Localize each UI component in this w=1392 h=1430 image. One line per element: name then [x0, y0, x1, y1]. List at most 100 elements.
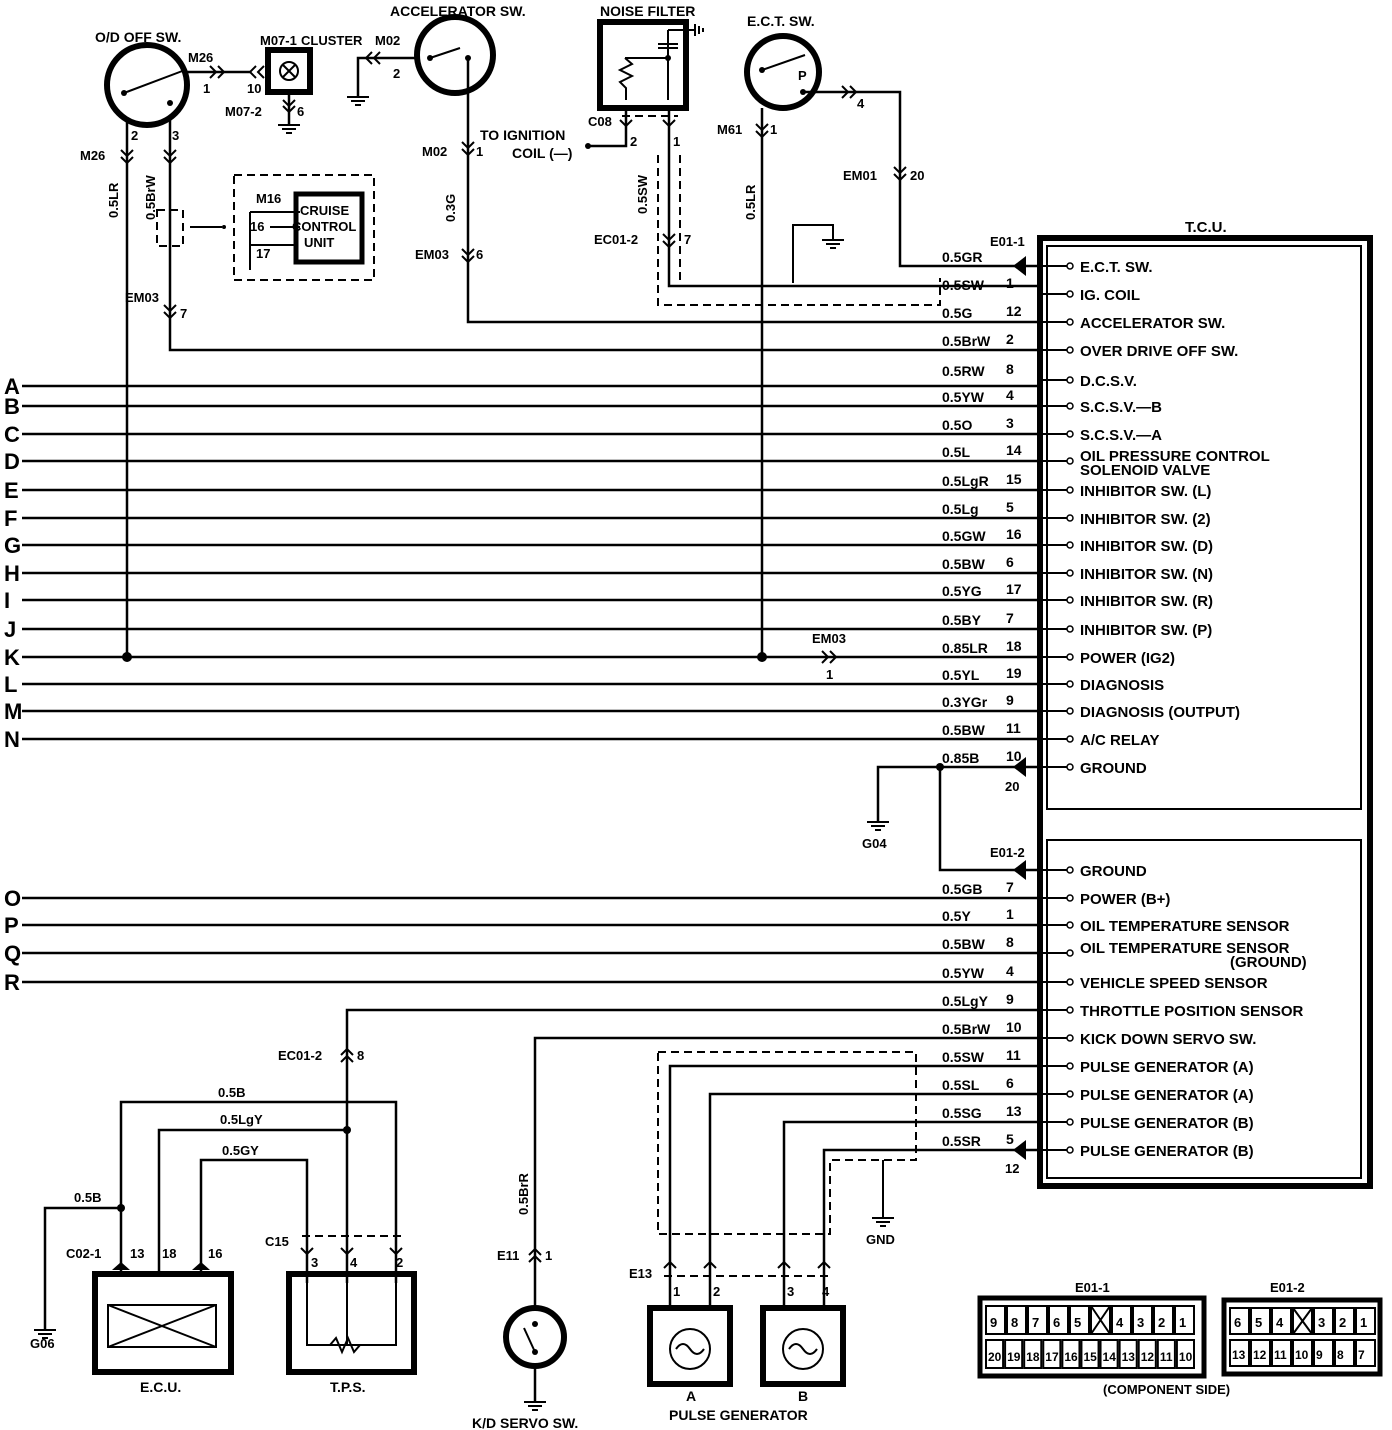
tps-potentiometer — [306, 1283, 397, 1355]
e01-1-face-pin: 20 — [988, 1350, 1002, 1364]
e01-2-face-box — [1221, 1297, 1383, 1377]
tcu-lower-pin-label: OIL TEMPERATURE SENSOR — [1080, 940, 1290, 957]
tcu-lower-wire-color: 0.5SL — [942, 1077, 980, 1093]
wire-label-ecu-gnd: 0.5B — [74, 1190, 101, 1205]
wire-ecu-lgy — [157, 1128, 347, 1273]
m07-pin-10: 10 — [247, 81, 261, 96]
bus-letter-A: A — [4, 374, 20, 399]
em03a-connector-symbol — [461, 248, 475, 264]
ecu-inner-cross — [107, 1304, 217, 1348]
wire-label-m61: 0.5LR — [743, 184, 758, 220]
c15-pin-2: 2 — [396, 1255, 403, 1270]
tcu-upper-pin-terminal — [1066, 376, 1074, 384]
e01-1-face-cell — [1042, 1339, 1062, 1369]
m07-pin-6: 6 — [297, 104, 304, 119]
c15-label: C15 — [265, 1234, 289, 1249]
e13-connector-symbol — [663, 1260, 831, 1269]
tcu-upper-pin-label: IG. COIL — [1080, 287, 1140, 304]
wire-pg-b1 — [782, 1120, 1040, 1310]
bus-letter-E: E — [4, 478, 19, 503]
e01-1-face-cell — [1175, 1339, 1195, 1369]
tcu-lower-pin-terminal — [1066, 1090, 1074, 1098]
e01-2-face-pin: 11 — [1274, 1348, 1287, 1362]
m02-connector-symbol — [364, 51, 381, 65]
e01-1-face-pin: 19 — [1007, 1350, 1021, 1364]
e01-1-face-pin: 17 — [1045, 1350, 1059, 1364]
tcu-upper-pin-terminal — [1066, 541, 1074, 549]
e01-2-face-cell — [1271, 1339, 1292, 1367]
e01-1-face-cell — [1080, 1339, 1100, 1369]
tcu-upper-wire-color: 0.5O — [942, 417, 972, 433]
e01-2-face-pin: 2 — [1339, 1315, 1346, 1330]
tcu-lower-pin-label: PULSE GENERATOR (B) — [1080, 1143, 1254, 1160]
e01-1-face-box — [977, 1295, 1207, 1379]
noise-filter-label: NOISE FILTER — [600, 3, 695, 19]
e01-2-face-cell — [1334, 1307, 1355, 1335]
e01-1-face-pin: 3 — [1137, 1315, 1144, 1330]
e01-1-face-pin: 1 — [1179, 1315, 1186, 1330]
e01-2-face-pin: 1 — [1360, 1315, 1367, 1330]
cruise-label-1: CRUISE — [300, 203, 349, 218]
e01-1-face-cell — [1153, 1305, 1174, 1335]
c02-shell — [112, 1262, 210, 1270]
e01-2-face-pin: 7 — [1358, 1348, 1365, 1362]
e01-1-face-pin: 2 — [1158, 1315, 1165, 1330]
accel-switch-blade — [429, 47, 461, 59]
ground-icon — [34, 1329, 56, 1339]
bus-letter-F: F — [4, 506, 17, 531]
tcu-upper-pin-number: 4 — [1006, 387, 1014, 403]
tcu-upper-wire-color: 0.5BW — [942, 722, 986, 738]
tcu-lower-wire-color: 0.5LgY — [942, 993, 989, 1009]
tcu-lower-pin-label: VEHICLE SPEED SENSOR — [1080, 975, 1268, 992]
wire-label-kd: 0.5BrR — [516, 1172, 531, 1215]
wire-kd-servo — [533, 1036, 1040, 1308]
tcu-upper-pin-number: 1 — [1006, 275, 1014, 291]
tcu-upper-pin-terminal — [1066, 318, 1074, 326]
e01-1-face-cell — [1048, 1305, 1069, 1335]
e01-2-face-cell — [1313, 1339, 1334, 1367]
tcu-upper-pin-number: 8 — [1006, 361, 1014, 377]
bus-letter-P: P — [4, 913, 19, 938]
c02-pin-18: 18 — [162, 1246, 176, 1261]
tcu-lower-pin-terminal — [1066, 1006, 1074, 1014]
noise-junction-dot — [665, 55, 671, 61]
to-ignition-label: TO IGNITION — [480, 127, 565, 143]
c08-label: C08 — [588, 114, 612, 129]
tcu-upper-pin-number: 3 — [1006, 415, 1014, 431]
tcu-upper-pin-number: 12 — [1006, 303, 1022, 319]
ect-sw-label: E.C.T. SW. — [747, 13, 815, 29]
sine-icon — [788, 1343, 818, 1355]
tcu-lower-wire-color: 0.5SR — [942, 1133, 981, 1149]
tcu-upper-pin-number: 6 — [1006, 554, 1014, 570]
c08-connector-symbol — [619, 119, 676, 128]
ec01b-pin-8: 8 — [357, 1048, 364, 1063]
tcu-upper-pin-label: INHIBITOR SW. (N) — [1080, 566, 1213, 583]
e01-1-label: E01-1 — [990, 234, 1025, 249]
wire-label-ecu-b: 0.5B — [218, 1085, 245, 1100]
tcu-upper-wire-color: 0.5BY — [942, 612, 982, 628]
tcu-upper-pin-terminal — [1066, 514, 1074, 522]
tcu-lower-wire-color: 0.5SW — [942, 1049, 985, 1065]
ect-switch-body — [744, 33, 822, 111]
tcu-lower-pin-number: 10 — [1006, 1019, 1022, 1035]
tcu-upper-pin-label: INHIBITOR SW. (R) — [1080, 593, 1213, 610]
e11-label: E11 — [497, 1248, 519, 1263]
ecu-inner — [107, 1304, 217, 1348]
em03c-label: EM03 — [812, 631, 846, 646]
bus-letter-J: J — [4, 617, 16, 642]
tcu-upper-pin-terminal — [1066, 763, 1074, 771]
m61-label: M61 — [717, 122, 742, 137]
tcu-upper-wire-color: 0.85LR — [942, 640, 988, 656]
tcu-lower-pin-number: 6 — [1006, 1075, 1014, 1091]
e01-1-face-cell — [1069, 1305, 1090, 1335]
tcu-upper-panel — [1046, 245, 1362, 810]
pg-shield — [657, 1051, 917, 1235]
tcu-upper-pin-number: 15 — [1006, 471, 1022, 487]
tcu-upper-wire-color: 0.5Lg — [942, 501, 979, 517]
kd-servo-switch-body — [503, 1305, 567, 1369]
m26b-pin-3: 3 — [172, 128, 179, 143]
